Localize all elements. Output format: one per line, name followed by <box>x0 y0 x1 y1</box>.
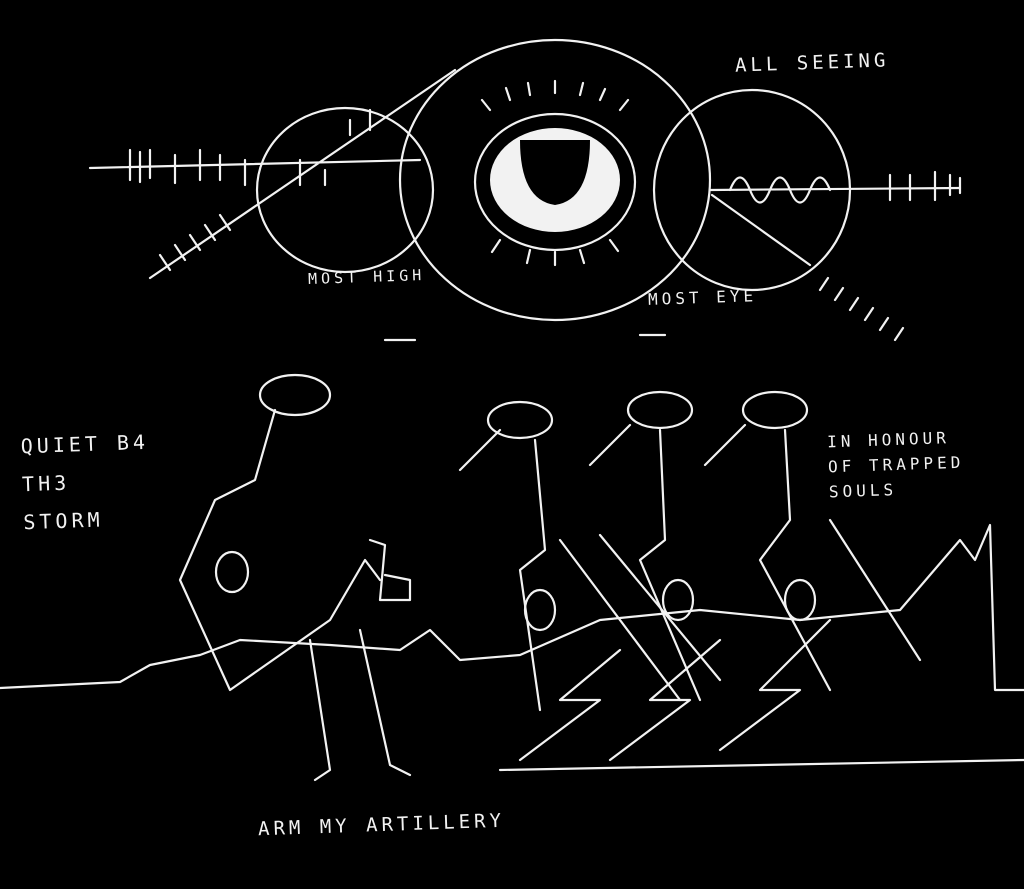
figures-marching <box>458 390 922 712</box>
label-most-eye: MOST EYE <box>647 286 758 309</box>
landscape-horizon <box>0 523 1024 772</box>
label-most-high: MOST HIGH <box>307 265 426 289</box>
all-seeing-eye-icon <box>473 79 637 267</box>
figure-soldier-left <box>178 373 412 782</box>
label-in-honour-of-trapped-souls: IN HONOUR OF TRAPPED SOULS <box>826 428 965 501</box>
axis-lines <box>88 68 962 342</box>
label-quiet-before-the-storm: QUIET B4 TH3 STORM <box>20 429 150 535</box>
label-all-seeing: ALL SEEING <box>734 49 890 77</box>
eye-circles <box>255 38 852 322</box>
